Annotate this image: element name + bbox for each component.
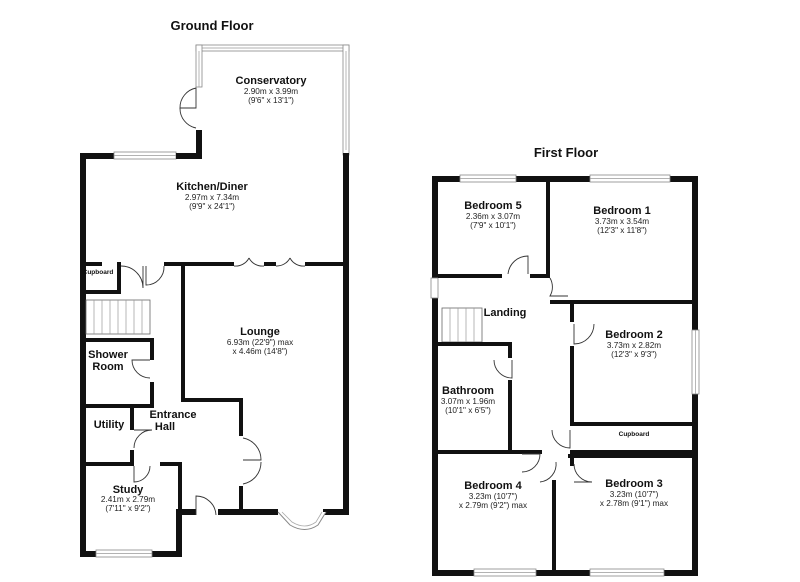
conservatory-structure [179,44,350,158]
bedroom1-dim-m: 3.73m x 3.54m [595,217,649,226]
bedroom3-dim-1: 3.23m (10'7") [610,490,659,499]
first-internal-walls [438,182,692,576]
lounge-dim-1: 6.93m (22'9") max [227,338,293,347]
bedroom2-dim-ft: (12'3" x 9'3") [611,350,657,359]
kitchen-name: Kitchen/Diner [176,181,248,193]
ground-outer-walls [80,151,349,558]
shower-room-name-2: Room [92,361,123,373]
utility-name: Utility [94,419,125,431]
shower-room-name-1: Shower [88,349,128,361]
bathroom-dim-ft: (10'1" x 6'5") [445,406,491,415]
first-outer-walls [430,174,700,577]
lounge-name: Lounge [240,326,280,338]
conservatory-dim-ft: (9'6" x 13'1") [248,96,294,105]
study-dim-m: 2.41m x 2.79m [101,495,155,504]
kitchen-dim-m: 2.97m x 7.34m [185,193,239,202]
first-stairs [441,307,483,343]
study-name: Study [113,484,144,496]
bedroom5-name: Bedroom 5 [464,200,521,212]
bedroom5-dim-ft: (7'9" x 10'1") [470,221,516,230]
ground-stairs [85,299,151,335]
bedroom1-name: Bedroom 1 [593,205,650,217]
landing-name: Landing [484,307,527,319]
kitchen-dim-ft: (9'9" x 24'1") [189,202,235,211]
ground-internal-walls [85,257,349,516]
bedroom4-dim-2: x 2.79m (9'2") max [459,501,527,510]
lounge-dim-2: x 4.46m (14'8") [233,347,288,356]
entrance-hall-name-1: Entrance [149,409,196,421]
first-cupboard-label: Cupboard [619,431,650,438]
first-floor-heading: First Floor [534,145,598,160]
bedroom4-name: Bedroom 4 [464,480,522,492]
bedroom1-dim-ft: (12'3" x 11'8") [597,226,647,235]
ground-cupboard-label: Cupboard [83,269,114,276]
bedroom2-dim-m: 3.73m x 2.82m [607,341,661,350]
first-floor-plan: First Floor Bedroom 5 2.36m x 3.07m (7'9… [430,145,700,577]
conservatory-name: Conservatory [236,75,308,87]
bathroom-dim-m: 3.07m x 1.96m [441,397,495,406]
entrance-hall-name-2: Hall [155,421,175,433]
conservatory-dim-m: 2.90m x 3.99m [244,87,298,96]
ground-floor-heading: Ground Floor [170,18,253,33]
bedroom4-dim-1: 3.23m (10'7") [469,492,518,501]
bedroom5-dim-m: 2.36m x 3.07m [466,212,520,221]
bathroom-name: Bathroom [442,385,494,397]
bedroom3-name: Bedroom 3 [605,478,662,490]
bedroom3-dim-2: x 2.78m (9'1") max [600,499,668,508]
ground-floor-plan: Ground Floor Conservatory 2.90m x 3.99m … [80,18,350,558]
bedroom2-name: Bedroom 2 [605,329,662,341]
study-dim-ft: (7'11" x 9'2") [105,504,150,513]
